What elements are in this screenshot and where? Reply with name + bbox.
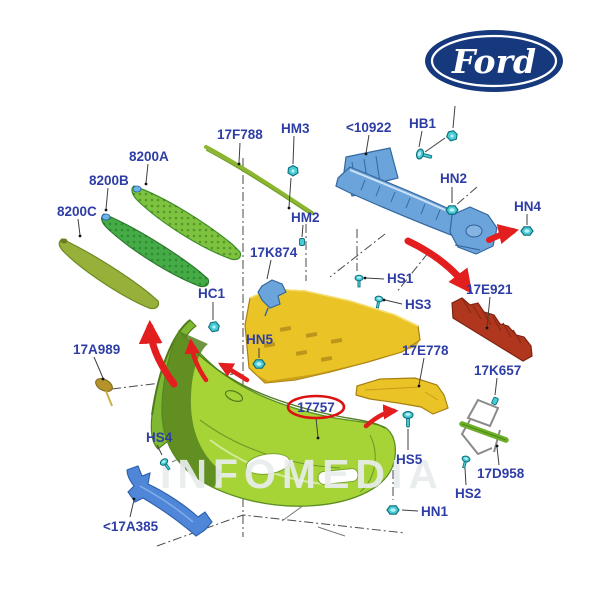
screw-HS1-icon bbox=[354, 274, 364, 288]
bolt-HS5-icon bbox=[402, 411, 414, 428]
part-label-HS1[interactable]: HS1 bbox=[387, 271, 414, 286]
screw-HS2-icon bbox=[459, 454, 472, 470]
part-label-8200B[interactable]: 8200B bbox=[89, 173, 129, 188]
part-label-HS3[interactable]: HS3 bbox=[405, 297, 432, 312]
watermark-text: INFOMEDIA bbox=[160, 451, 444, 497]
part-labels: 17F788 HM3 <10922 HB1 8200A 8200B HN2 82… bbox=[57, 116, 541, 534]
part-label-17A385[interactable]: <17A385 bbox=[103, 519, 159, 534]
screw-HS3-icon bbox=[372, 295, 384, 310]
bracket-17E778-part[interactable] bbox=[355, 377, 449, 415]
clip-HM3-icon bbox=[287, 164, 299, 177]
grille-8200B-part[interactable] bbox=[101, 213, 210, 288]
part-label-HN4[interactable]: HN4 bbox=[514, 199, 541, 214]
part-label-17E778[interactable]: 17E778 bbox=[402, 343, 449, 358]
grille-8200A-part[interactable] bbox=[131, 185, 242, 261]
support-strip-17D958-part[interactable] bbox=[459, 421, 509, 443]
ford-logo-text: Ford bbox=[451, 42, 536, 81]
part-label-HS5[interactable]: HS5 bbox=[396, 452, 423, 467]
part-label-17F788[interactable]: 17F788 bbox=[217, 127, 263, 142]
lower-bracket-17A385-part[interactable] bbox=[126, 465, 213, 537]
highlight-ring bbox=[286, 394, 346, 420]
part-label-HM2[interactable]: HM2 bbox=[291, 210, 320, 225]
deflector-17E921-part[interactable] bbox=[451, 297, 533, 362]
part-label-HS4[interactable]: HS4 bbox=[146, 430, 173, 445]
part-label-8200A[interactable]: 8200A bbox=[129, 149, 169, 164]
part-label-17E921[interactable]: 17E921 bbox=[466, 282, 513, 297]
bolt-HB1-icon bbox=[414, 147, 434, 163]
pin-17K657-icon bbox=[490, 396, 500, 406]
part-label-10922[interactable]: <10922 bbox=[346, 120, 391, 135]
nut-HN5-icon bbox=[252, 359, 266, 369]
part-label-17K874[interactable]: 17K874 bbox=[250, 245, 298, 260]
seal-strip-17F788-part[interactable] bbox=[204, 145, 314, 216]
part-label-17K657[interactable]: 17K657 bbox=[474, 363, 521, 378]
lower-slot-opening bbox=[317, 468, 359, 485]
under-shield-part[interactable] bbox=[244, 288, 421, 384]
part-label-17D958[interactable]: 17D958 bbox=[477, 466, 525, 481]
clip-bracket-17K874-part[interactable] bbox=[257, 279, 287, 317]
part-label-HN1[interactable]: HN1 bbox=[421, 504, 448, 519]
ford-logo: Ford bbox=[425, 30, 563, 92]
part-label-HC1[interactable]: HC1 bbox=[198, 286, 225, 301]
part-label-HN2[interactable]: HN2 bbox=[440, 171, 467, 186]
leader-lines bbox=[77, 130, 528, 518]
nut-HN1-icon bbox=[386, 505, 400, 515]
sensor-17A989-part[interactable] bbox=[93, 376, 114, 407]
fog-lamp-opening bbox=[245, 453, 291, 475]
grille-mesh-texture bbox=[101, 214, 209, 287]
part-label-8200C[interactable]: 8200C bbox=[57, 204, 97, 219]
grille-end-cap bbox=[60, 238, 68, 244]
impact-bar-10922-part[interactable] bbox=[335, 147, 498, 255]
nut-HN2-icon bbox=[445, 205, 459, 215]
grille-end-cap bbox=[101, 213, 111, 221]
grille-end-cap bbox=[132, 185, 142, 193]
part-label-HN5[interactable]: HN5 bbox=[246, 332, 273, 347]
part-label-HS2[interactable]: HS2 bbox=[455, 486, 481, 501]
part-label-HM3[interactable]: HM3 bbox=[281, 121, 310, 136]
grille-8200C-part[interactable] bbox=[58, 238, 160, 310]
part-label-17A989[interactable]: 17A989 bbox=[73, 342, 120, 357]
clip-HB1-icon bbox=[445, 128, 459, 143]
grille-mesh-texture bbox=[131, 186, 241, 260]
part-label-17757[interactable]: 17757 bbox=[297, 400, 335, 415]
direction-arrows bbox=[138, 224, 519, 429]
clip-HC1-icon bbox=[207, 319, 222, 334]
sensor-detail bbox=[224, 390, 244, 402]
part-label-HB1[interactable]: HB1 bbox=[409, 116, 436, 131]
pin-HM2-icon bbox=[299, 238, 305, 246]
nut-HN4-icon bbox=[520, 226, 534, 236]
